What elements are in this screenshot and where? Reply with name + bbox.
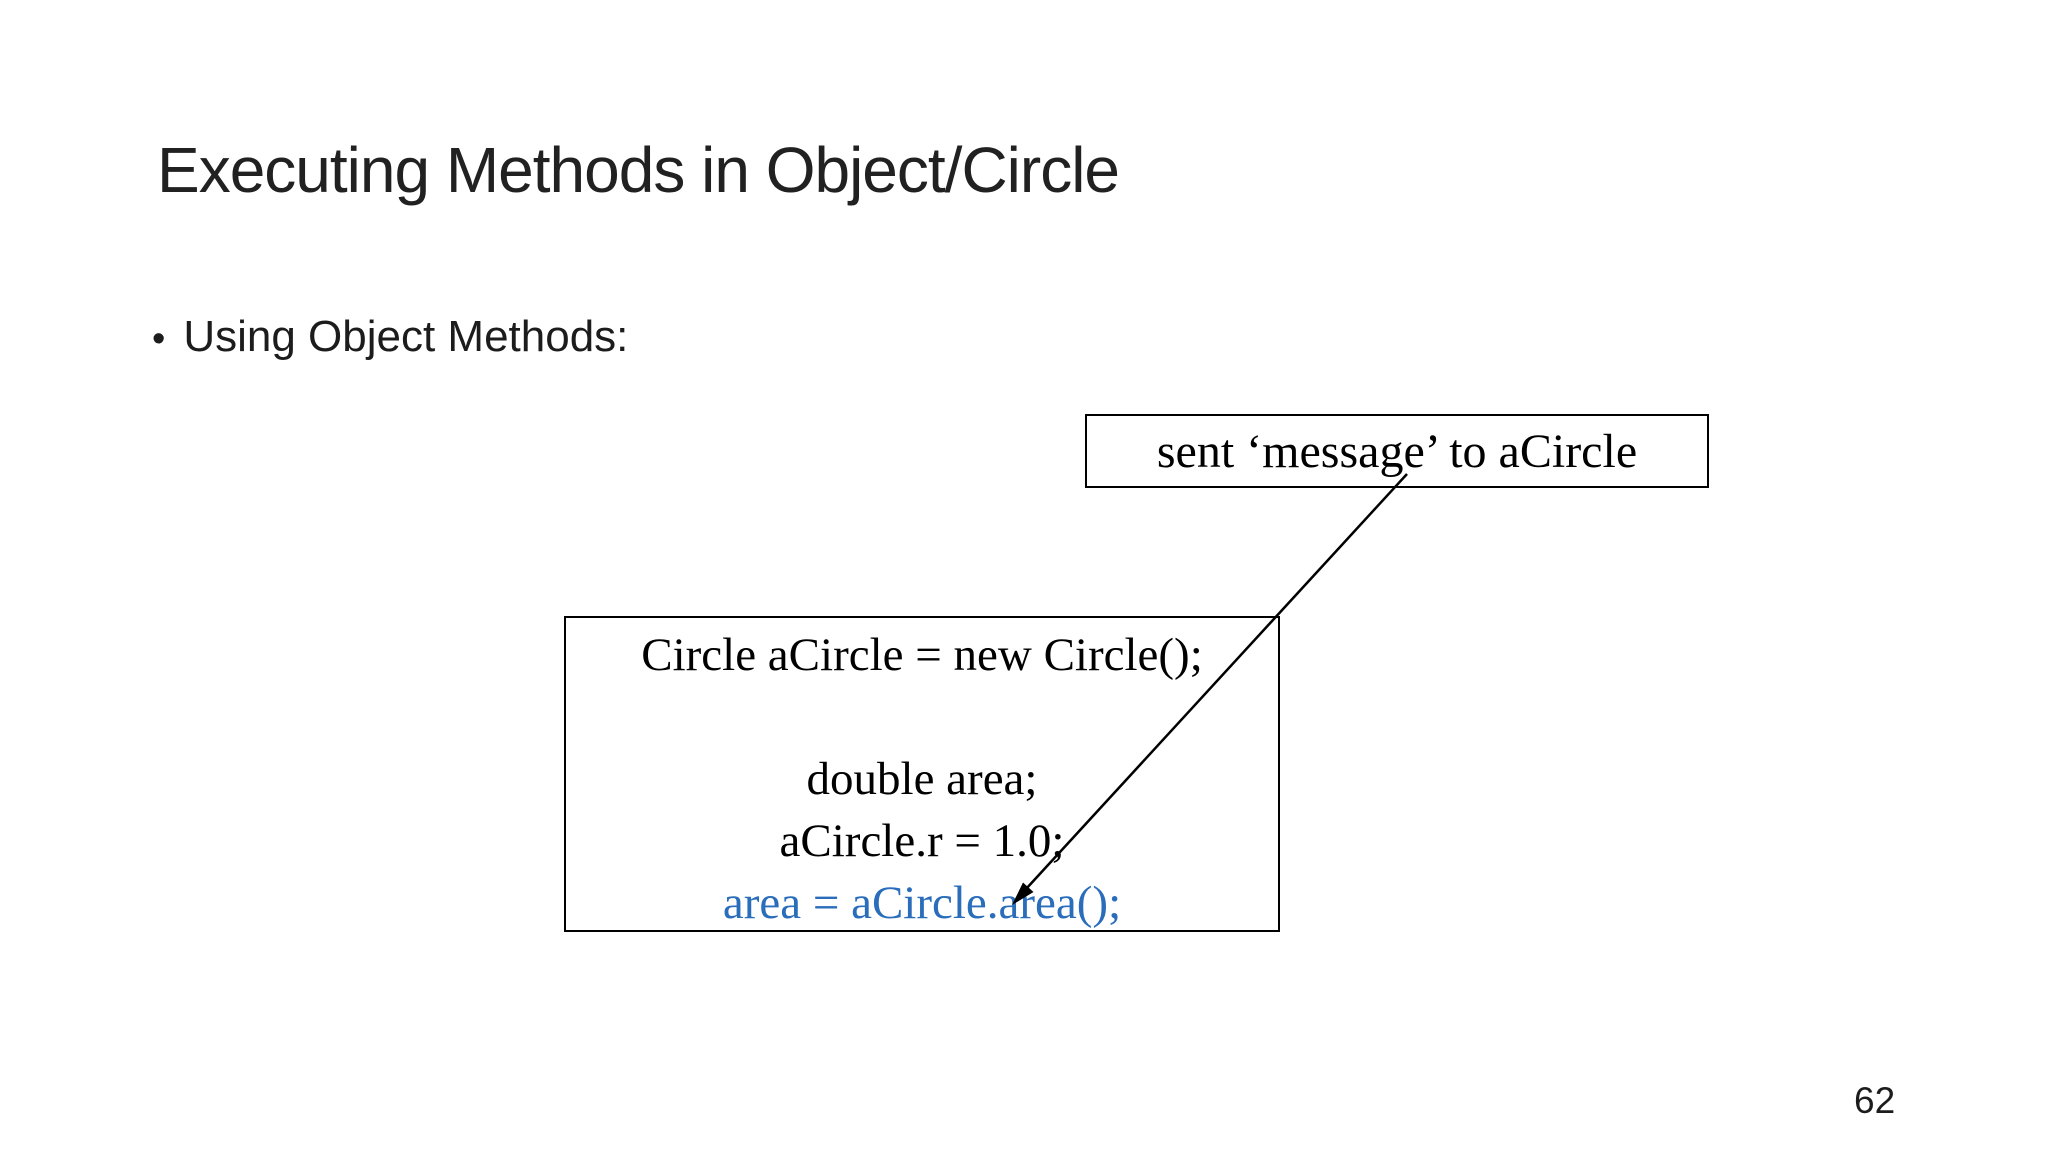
code-line: Circle aCircle = new Circle(); <box>641 629 1203 681</box>
code-line-blank <box>566 686 1278 748</box>
message-callout-box: sent ‘message’ to aCircle <box>1085 414 1709 488</box>
bullet-marker-icon: • <box>152 318 166 360</box>
code-line: aCircle.r = 1.0; <box>779 815 1065 867</box>
code-line: double area; <box>806 753 1038 805</box>
bullet-text: Using Object Methods: <box>183 312 629 361</box>
code-line-highlighted: area = aCircle.area(); <box>722 877 1122 929</box>
bullet-line: • Using Object Methods: <box>152 312 628 362</box>
slide-title: Executing Methods in Object/Circle <box>157 134 1120 206</box>
message-callout-text: sent ‘message’ to aCircle <box>1156 424 1638 478</box>
page-number: 62 <box>1854 1080 1896 1121</box>
code-box: Circle aCircle = new Circle(); double ar… <box>564 616 1280 932</box>
